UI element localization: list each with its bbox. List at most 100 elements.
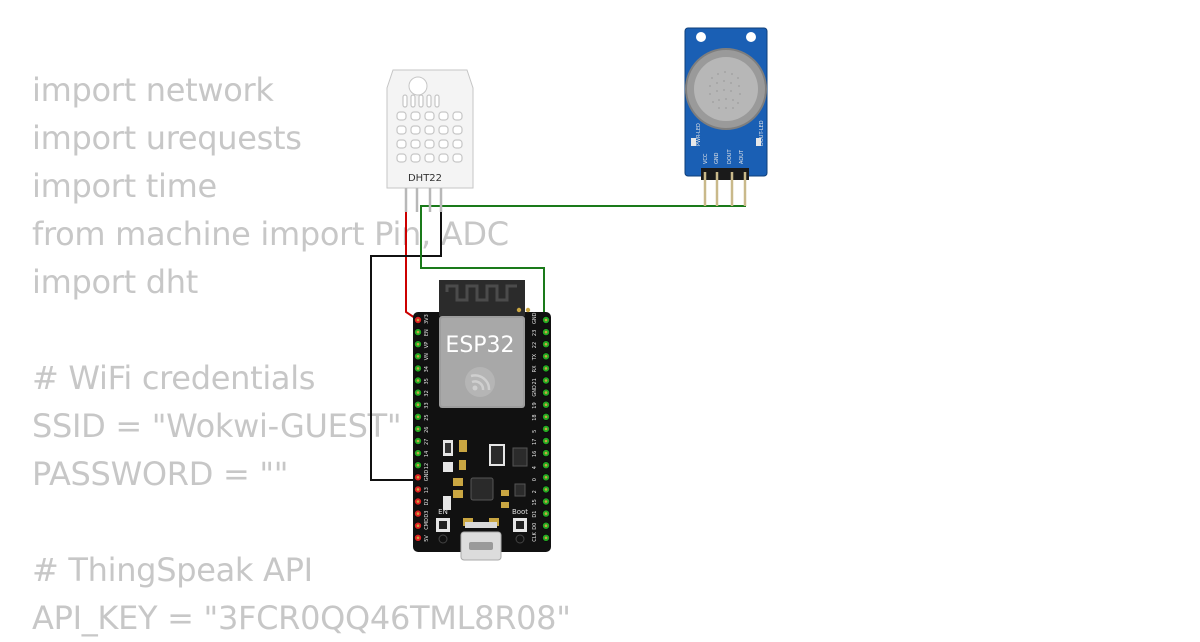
esp32-pin-label: 35 [424, 378, 430, 384]
esp32-pin-hole [416, 355, 420, 358]
esp32-pin-hole [416, 379, 420, 382]
esp32-label: ESP32 [445, 333, 514, 358]
esp32-pin-hole [416, 500, 420, 503]
esp32-pin-label: 26 [424, 427, 430, 433]
gas-sensor-mount-hole-right [746, 32, 756, 42]
esp32-pin-label: 14 [424, 451, 430, 457]
esp32-pin-label: 5V [424, 535, 430, 542]
wire-dht-gnd[interactable] [370, 190, 442, 481]
esp32-en-button[interactable] [436, 518, 450, 544]
esp32-pin-hole [544, 463, 548, 467]
code-line: SSID = "Wokwi-GUEST" [32, 407, 402, 445]
esp32-pin-label: 17 [532, 439, 538, 445]
esp32-pin-hole [416, 512, 420, 515]
esp32-pin-label: 25 [424, 414, 430, 420]
esp32-pin-label: 2 [532, 490, 538, 493]
esp32-pin-hole [544, 379, 548, 382]
esp32-pin-label: GND [532, 385, 538, 397]
esp32-pin-hole [416, 488, 420, 491]
esp32-pin-label: 33 [424, 402, 430, 408]
esp32-pin-label: 22 [532, 342, 538, 348]
esp32-pin-hole [416, 330, 420, 334]
esp32-pin-label: 15 [532, 499, 538, 505]
code-line: PASSWORD = "" [32, 455, 289, 493]
esp32-pin-hole [544, 415, 548, 419]
esp32-pin-label: TX [532, 353, 538, 361]
gas-sensor-header [701, 168, 749, 180]
gas-led-label-pwr: PWR-LED [696, 123, 702, 146]
esp32-pin-label: 19 [532, 402, 538, 408]
esp32-pin-hole [416, 536, 420, 540]
gas-sensor-pins [703, 172, 747, 206]
esp32-pin-label: VN [424, 353, 430, 360]
esp32-pin-hole [544, 512, 548, 515]
esp32-pin-hole [544, 524, 548, 527]
gas-sensor-led-pwr [691, 138, 696, 146]
esp32-pin-label: EN [424, 329, 430, 336]
code-line: import dht [32, 263, 198, 301]
esp32-pin-label: 16 [532, 451, 538, 457]
esp32-pin-hole [544, 367, 548, 370]
esp32-pin-hole [416, 415, 420, 419]
esp32-boot-button[interactable] [513, 518, 527, 544]
dht22-pins [404, 188, 443, 212]
esp32-pin-hole [544, 330, 548, 334]
esp32-pin-hole [416, 451, 420, 455]
espressif-logo-icon [465, 367, 495, 397]
esp32-pin-hole [416, 463, 420, 467]
esp32-pin-hole [544, 451, 548, 455]
esp32-pin-hole [544, 318, 548, 322]
esp32-pin-label: VP [424, 342, 430, 348]
gas-led-label-dout: DOUT-LED [759, 120, 765, 146]
esp32-pin-label: 23 [532, 330, 538, 336]
esp32-pin-label: GND [532, 312, 538, 324]
esp32-antenna [439, 280, 525, 316]
code-line: import urequests [32, 119, 302, 157]
esp32-pin-hole [544, 427, 548, 431]
dht22-label: DHT22 [408, 173, 442, 184]
esp32-pin-hole [416, 427, 420, 431]
esp32-pin-label: 5 [532, 430, 538, 433]
esp32-pin-label: 34 [424, 366, 430, 372]
gas-pin-label-dout: DOUT [727, 149, 733, 164]
code-line: from machine import Pin, ADC [32, 215, 509, 253]
esp32-pin-label: 27 [424, 439, 430, 445]
esp32-pin-hole [416, 439, 420, 443]
esp32-pin-hole [544, 439, 548, 443]
esp32-pin-label: D3 [424, 511, 430, 518]
esp32-pin-label: 12 [424, 463, 430, 469]
esp32-pin-label: 21 [532, 378, 538, 384]
esp32-boot-label: Boot [512, 508, 528, 516]
gas-sensor[interactable]: PWR-LED DOUT-LED VCC GND DOUT AOUT [684, 27, 768, 206]
code-line: import time [32, 167, 217, 205]
code-line: # WiFi credentials [32, 359, 316, 397]
esp32-pin-hole [416, 476, 420, 479]
esp32-left-pin-header: 3V3ENVPVN343532332526271412GND13D2D3CMD5… [414, 314, 430, 542]
esp32-board[interactable]: ESP32 EN Boot [413, 280, 551, 561]
esp32-pin-label: 4 [532, 466, 538, 469]
esp32-pin-label: CMD [424, 518, 430, 530]
esp32-pin-hole [544, 476, 548, 479]
esp32-smd-2 [459, 440, 467, 452]
dht22-mount-hole [408, 76, 428, 96]
esp32-pin-hole [416, 391, 420, 394]
esp32-pin-hole [416, 318, 420, 322]
esp32-pin-label: D2 [424, 498, 430, 505]
esp32-pin-hole [544, 391, 548, 394]
code-line: import network [32, 71, 274, 109]
esp32-pin-hole [544, 488, 548, 491]
esp32-pin-hole [416, 403, 420, 406]
esp32-usb-port[interactable] [460, 522, 502, 561]
esp32-pin-label: D1 [532, 511, 538, 518]
esp32-pin-hole [544, 403, 548, 406]
esp32-pin-hole [544, 355, 548, 358]
esp32-pin-hole [416, 367, 420, 370]
esp32-smd-3 [512, 447, 528, 467]
code-line: # ThingSpeak API [32, 551, 313, 589]
esp32-pin-label: GND [424, 470, 430, 482]
esp32-pin-label: D0 [532, 523, 538, 530]
code-editor-background: import network import urequests import tim… [32, 66, 571, 642]
dht22-sensor[interactable]: DHT22 [386, 69, 474, 212]
